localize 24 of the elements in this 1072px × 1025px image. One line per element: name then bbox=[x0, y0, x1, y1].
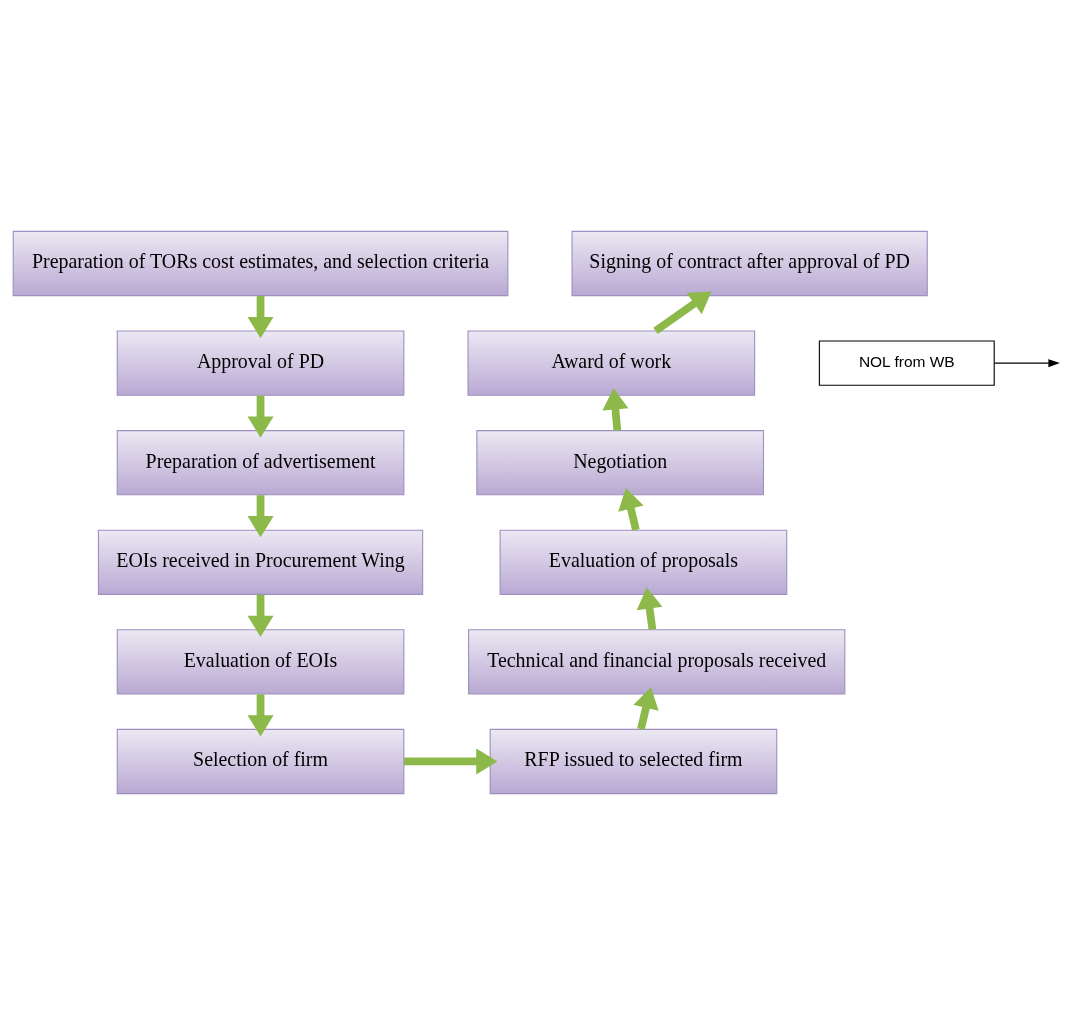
node-box: Evaluation of proposals bbox=[499, 529, 788, 595]
node-box: Preparation of TORs cost estimates, and selection criteria bbox=[12, 230, 509, 297]
arrow bbox=[993, 359, 1060, 368]
arrow bbox=[247, 395, 274, 438]
node-box: RFP issued to selected firm bbox=[489, 728, 778, 795]
arrow bbox=[404, 748, 498, 775]
node-box: Negotiation bbox=[476, 430, 765, 496]
node-box: Award of work bbox=[467, 330, 756, 396]
node-box: NOL from WB bbox=[818, 340, 995, 386]
node-box: Technical and financial proposals received bbox=[468, 629, 846, 695]
node-box: Preparation of advertisement bbox=[116, 430, 405, 496]
arrow bbox=[602, 388, 629, 431]
arrow bbox=[633, 687, 659, 730]
arrow bbox=[636, 587, 663, 630]
node-box: Evaluation of EOIs bbox=[116, 629, 405, 695]
arrow bbox=[247, 295, 274, 339]
arrow bbox=[247, 495, 274, 538]
arrow bbox=[247, 594, 274, 637]
node-box: Selection of firm bbox=[116, 728, 405, 795]
node-box: EOIs received in Procurement Wing bbox=[97, 529, 424, 595]
arrow bbox=[247, 694, 274, 737]
arrow bbox=[618, 487, 644, 531]
node-box: Approval of PD bbox=[116, 330, 405, 396]
node-box: Signing of contract after approval of PD bbox=[571, 230, 928, 297]
